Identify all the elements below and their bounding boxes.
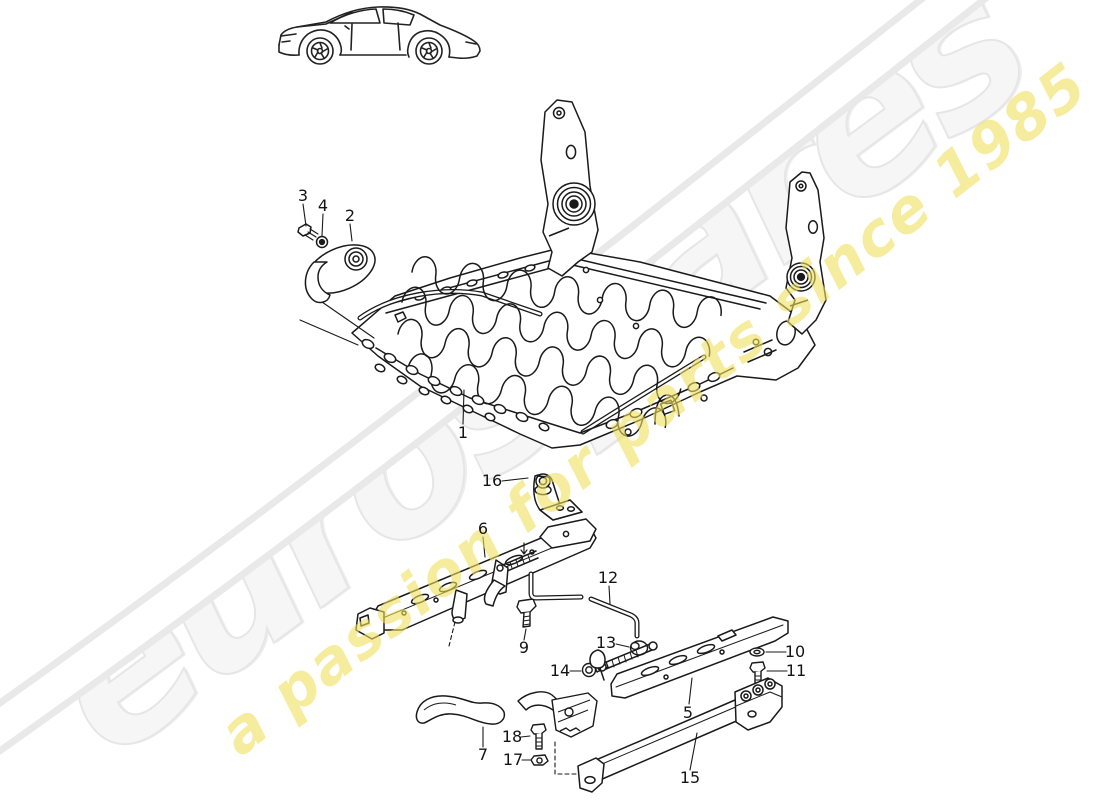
- part-callout-2[interactable]: 2: [344, 206, 356, 225]
- recliner-bracket-right: [785, 171, 827, 335]
- part-callout-3[interactable]: 3: [297, 186, 309, 205]
- washer-part-10: [749, 647, 765, 657]
- latch-assembly: [517, 691, 598, 738]
- part-callout-17[interactable]: 17: [502, 750, 524, 769]
- part-callout-18[interactable]: 18: [501, 727, 523, 746]
- seat-rail-inner-part-5: [587, 616, 789, 703]
- part-callout-13[interactable]: 13: [595, 633, 617, 652]
- stop-bracket-part-16: [533, 473, 583, 521]
- part-callout-15[interactable]: 15: [679, 768, 701, 787]
- bolt-part-18: [530, 723, 547, 750]
- recliner-bracket-left: [540, 99, 599, 277]
- part-callout-7[interactable]: 7: [477, 745, 489, 764]
- floor-rail-part-15: [577, 677, 783, 793]
- part-callout-4[interactable]: 4: [317, 196, 329, 215]
- seat-rail-inner-part-6: [355, 518, 597, 640]
- connecting-rod-part-12: [528, 571, 640, 639]
- car-thumbnail-icon: [278, 6, 481, 65]
- part-callout-11[interactable]: 11: [785, 661, 807, 680]
- seat-frame-part-1: [351, 247, 816, 449]
- part-callout-10[interactable]: 10: [784, 642, 806, 661]
- nut-part-17: [530, 754, 549, 766]
- part-callout-1[interactable]: 1: [457, 423, 469, 442]
- part-callout-12[interactable]: 12: [597, 568, 619, 587]
- bolt-part-9: [516, 598, 537, 628]
- release-handle-part-7: [415, 695, 506, 725]
- part-callout-16[interactable]: 16: [481, 471, 503, 490]
- release-knob-part-2: [297, 223, 376, 346]
- part-callout-9[interactable]: 9: [518, 638, 530, 657]
- part-callout-5[interactable]: 5: [682, 703, 694, 722]
- watermark-swoosh: [0, 0, 990, 756]
- part-callout-14[interactable]: 14: [549, 661, 571, 680]
- callout-leader-lines: [302, 203, 788, 775]
- part-callout-6[interactable]: 6: [477, 519, 489, 538]
